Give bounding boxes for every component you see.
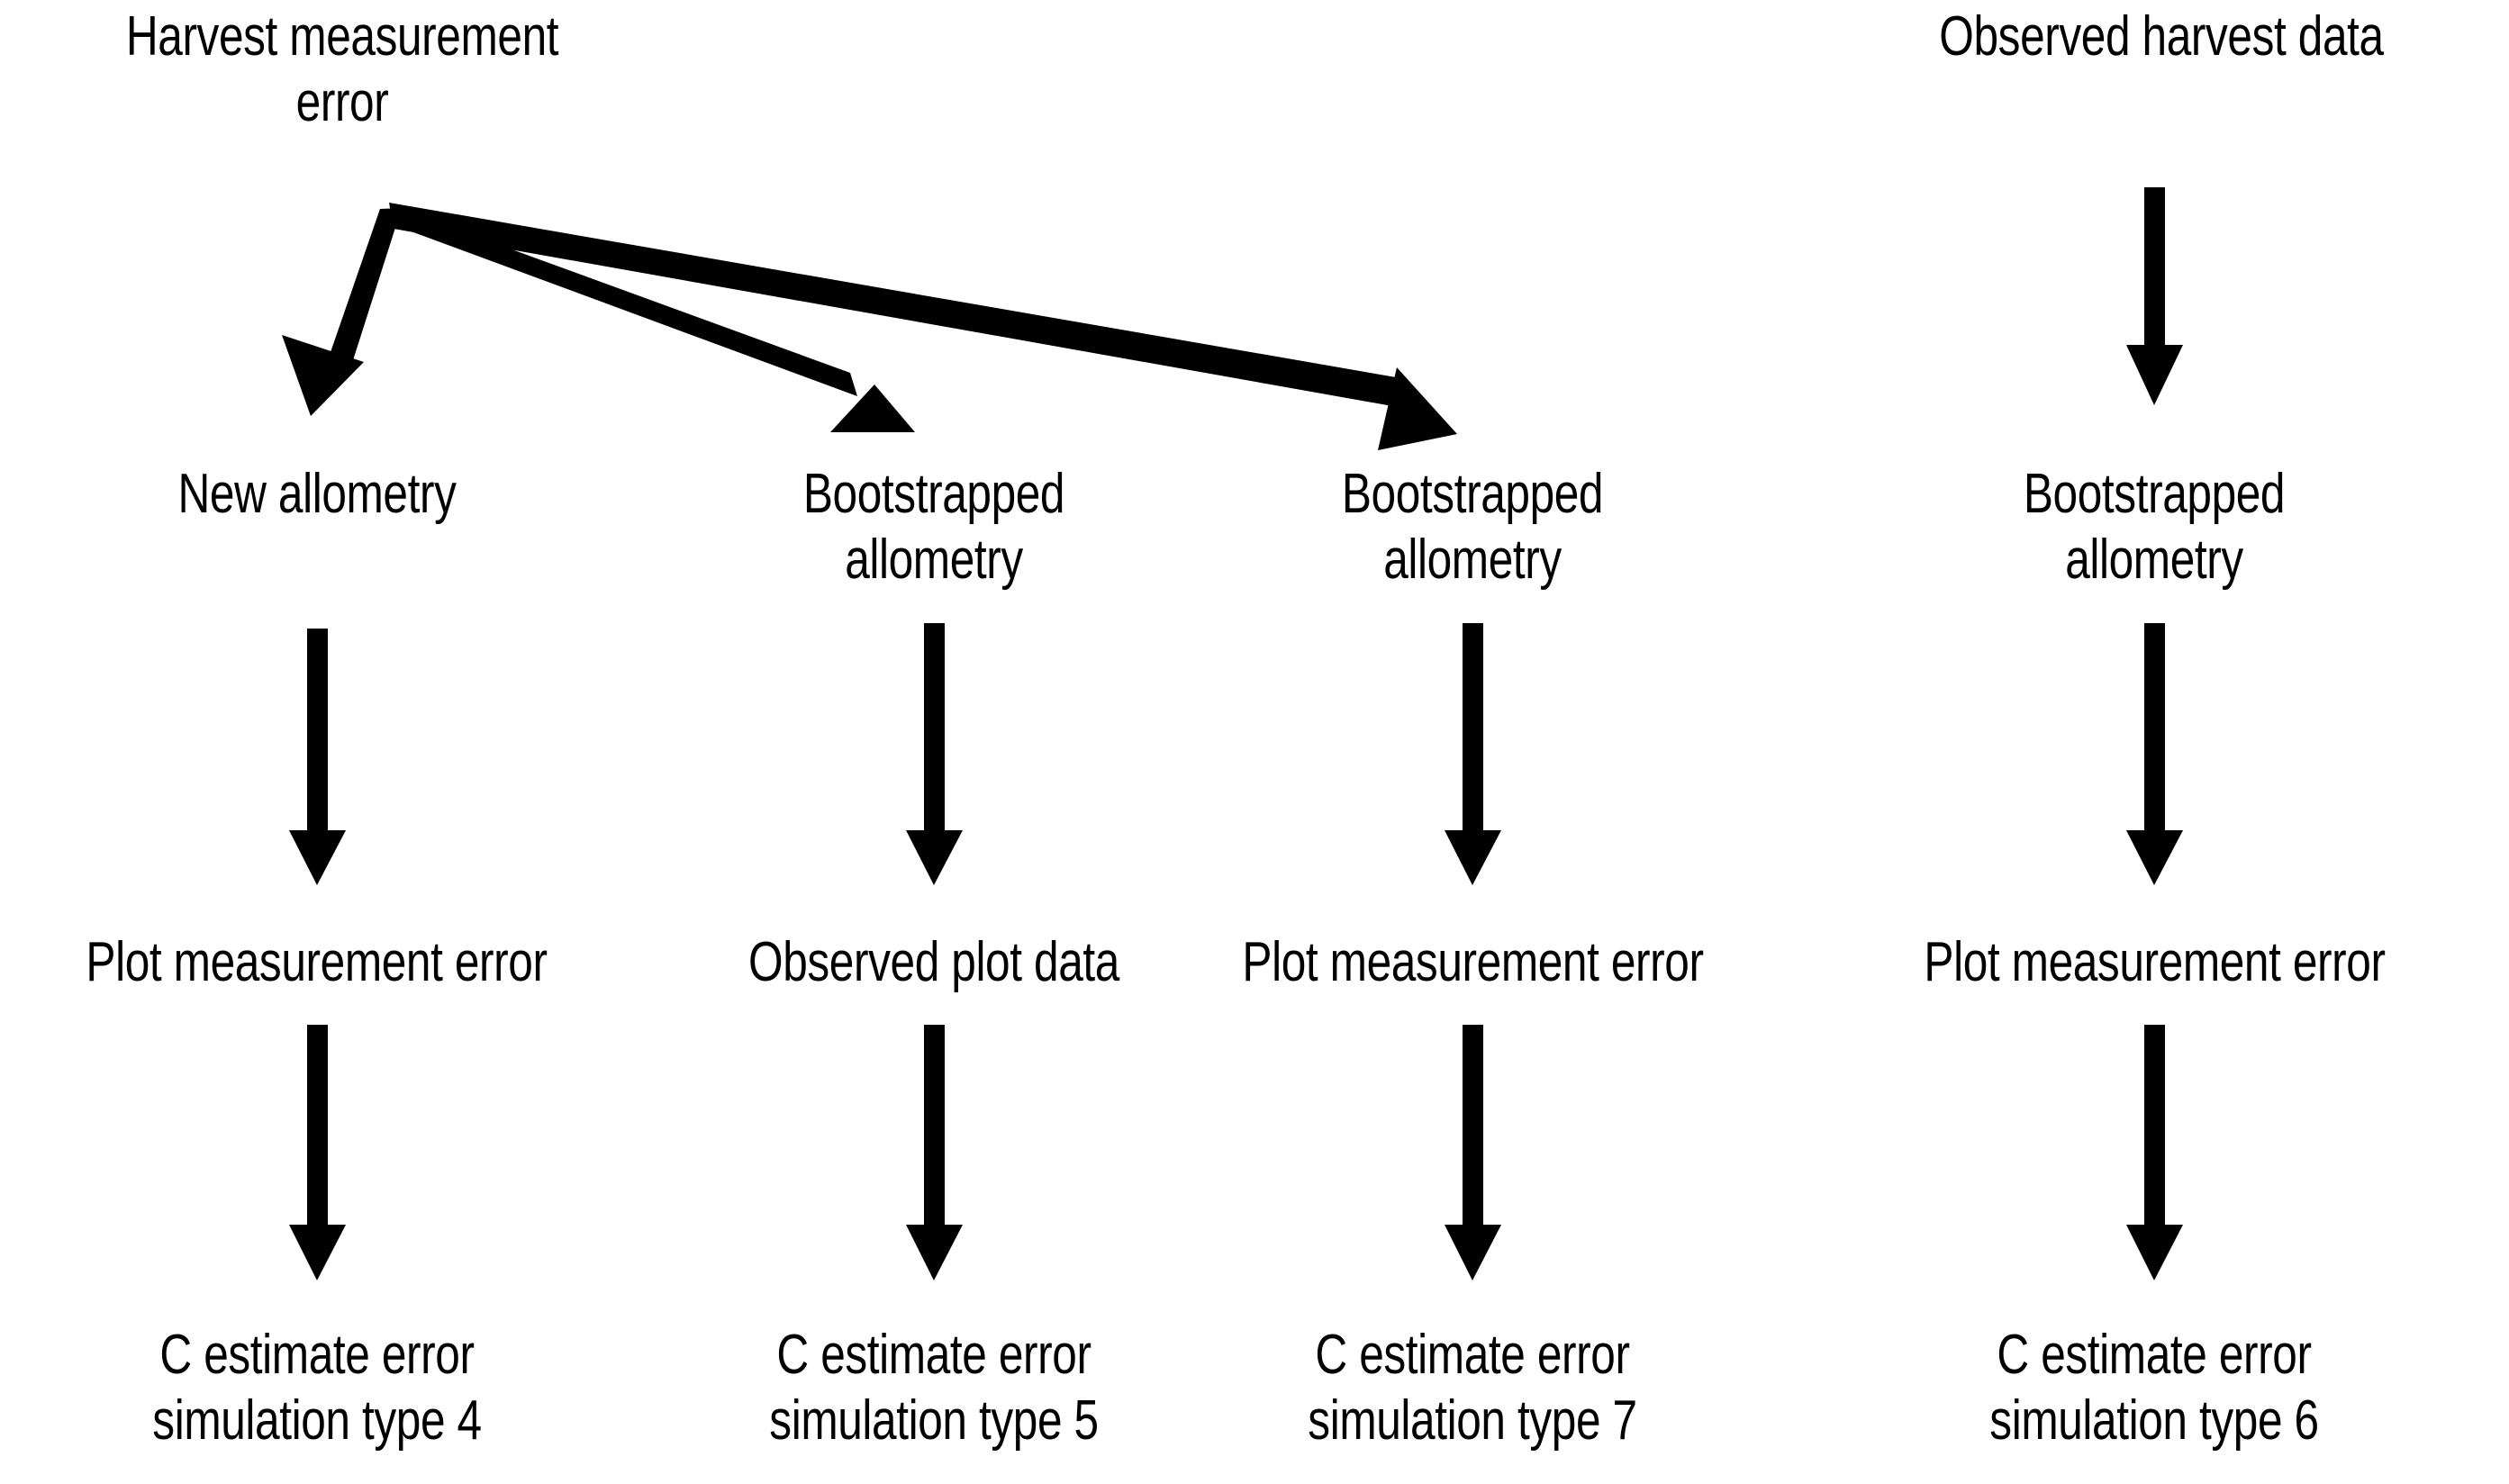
node-plot-measurement-error-col1: Plot measurement error xyxy=(86,931,548,993)
edge-bootstrapped-allometry-4-to-plot-error-4 xyxy=(2126,623,2183,885)
node-c-estimate-error-simulation-type-5: C estimate error simulation type 5 xyxy=(769,1324,1099,1452)
node-bootstrapped-allometry-col2: Bootstrapped allometry xyxy=(802,463,1065,592)
edge-harvest-error-to-new-allometry xyxy=(282,208,402,416)
edge-bootstrapped-allometry-3-to-plot-error-3 xyxy=(1445,623,1501,885)
node-bootstrapped-allometry-col3: Bootstrapped allometry xyxy=(1341,463,1604,592)
edge-new-allometry-to-plot-error-1 xyxy=(289,629,346,885)
node-bootstrapped-allometry-col4: Bootstrapped allometry xyxy=(2023,463,2286,592)
node-plot-measurement-error-col3: Plot measurement error xyxy=(1242,931,1704,993)
node-harvest-measurement-error: Harvest measurement error xyxy=(125,5,559,134)
node-plot-measurement-error-col4: Plot measurement error xyxy=(1924,931,2386,993)
node-observed-harvest-data: Observed harvest data xyxy=(1939,5,2384,68)
edge-plot-error-1-to-sim-type-4 xyxy=(289,1025,346,1280)
edge-harvest-error-to-bootstrapped-allometry-3 xyxy=(389,203,1457,450)
edge-plot-error-4-to-sim-type-6 xyxy=(2126,1025,2183,1280)
edge-harvest-error-to-bootstrapped-allometry-2 xyxy=(391,205,915,432)
edge-plot-error-3-to-sim-type-7 xyxy=(1445,1025,1501,1280)
edge-observed-plot-to-sim-type-5 xyxy=(906,1025,963,1280)
node-c-estimate-error-simulation-type-7: C estimate error simulation type 7 xyxy=(1308,1324,1637,1452)
node-new-allometry: New allometry xyxy=(177,463,457,525)
node-c-estimate-error-simulation-type-6: C estimate error simulation type 6 xyxy=(1989,1324,2319,1452)
edge-observed-harvest-to-bootstrapped-allometry-4 xyxy=(2126,187,2183,405)
node-observed-plot-data: Observed plot data xyxy=(748,931,1119,993)
node-c-estimate-error-simulation-type-4: C estimate error simulation type 4 xyxy=(152,1324,482,1452)
edge-bootstrapped-allometry-2-to-observed-plot xyxy=(906,623,963,885)
